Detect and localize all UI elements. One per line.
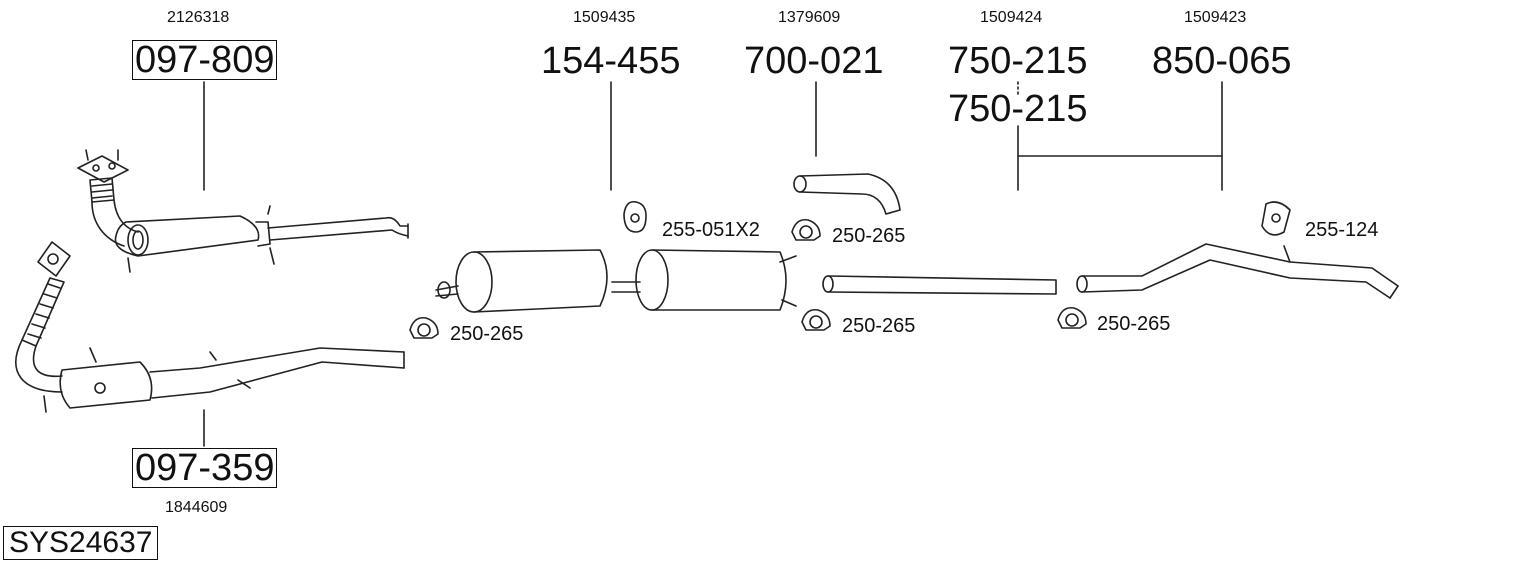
tailpipe-700-021	[793, 173, 901, 215]
part-number: 097-359	[132, 448, 278, 488]
oe-number: 1844609	[165, 499, 228, 516]
oe-number: 1509424	[980, 9, 1043, 26]
clamp-icon	[791, 218, 821, 241]
oe-number: 1509435	[573, 9, 636, 26]
part-number: 700-021	[744, 40, 884, 82]
accessory-label: 250-265	[1097, 313, 1171, 335]
hanger-icon	[1261, 201, 1291, 236]
oe-number: 2126318	[167, 9, 230, 26]
clamp-icon	[1057, 306, 1087, 329]
part-number: 154-455	[541, 40, 681, 82]
part-number: 750-215	[948, 88, 1088, 130]
oe-number: 1379609	[778, 9, 841, 26]
catalytic-pipe-097-359	[15, 241, 405, 413]
accessory-label: 250-265	[832, 225, 906, 247]
accessory-label: 255-051X2	[662, 219, 760, 241]
clamp-icon	[801, 308, 831, 331]
part-number: 097-809	[132, 40, 278, 80]
manifold-pipe-097-809	[77, 149, 409, 273]
part-number: 750-215	[948, 40, 1088, 82]
silencer-154-455	[435, 249, 797, 313]
accessory-label: 250-265	[842, 315, 916, 337]
accessory-label: 250-265	[450, 323, 524, 345]
accessory-label: 255-124	[1305, 219, 1379, 241]
part-number: 850-065	[1152, 40, 1292, 82]
hanger-icon	[623, 200, 647, 233]
pipe-750-215	[822, 275, 1057, 295]
pipe-850-065	[1076, 243, 1399, 299]
leader-lines	[203, 81, 1223, 447]
clamp-icon	[409, 316, 439, 339]
system-code: SYS24637	[3, 526, 159, 560]
oe-number: 1509423	[1184, 9, 1247, 26]
